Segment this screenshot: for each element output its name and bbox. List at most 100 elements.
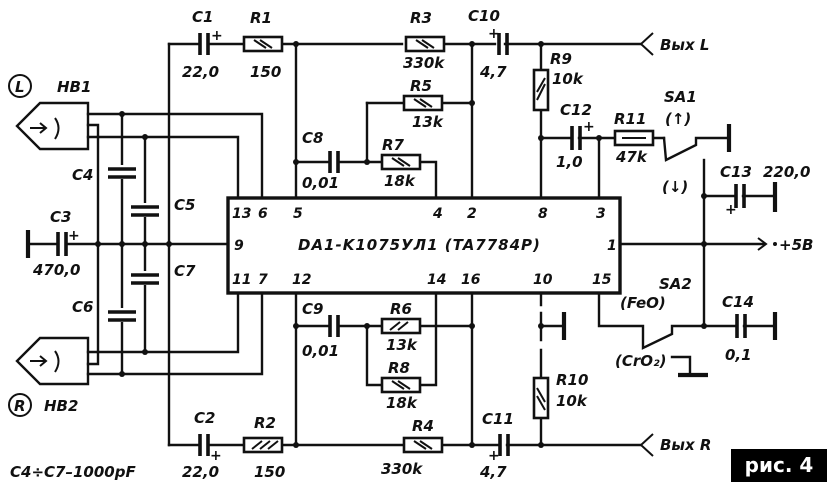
wire-hb2-pin7 [86, 291, 264, 376]
pin-8: 8 [538, 206, 548, 222]
capacitor-c13: + C13 220,0 [720, 163, 810, 218]
c9-value: 0,01 [302, 342, 339, 360]
capacitor-c14: C14 0,1 [722, 293, 754, 364]
pin-14: 14 [427, 272, 446, 288]
resistor-r9: R9 10k [532, 50, 584, 112]
c12-value: 1,0 [556, 153, 583, 171]
c2-value: 22,0 [182, 463, 219, 481]
capacitor-c8: C8 0,01 [302, 129, 340, 192]
head-hb1-channel: L [15, 78, 25, 96]
r1-ref: R1 [250, 9, 272, 27]
r3-ref: R3 [410, 9, 432, 27]
sa2-ref: SA2 [659, 275, 692, 293]
switch-sa1-contact [662, 136, 731, 162]
plus-sign: + [488, 26, 500, 42]
capacitor-note: C4÷C7–1000pF [10, 463, 136, 481]
r6-ref: R6 [390, 300, 412, 318]
capacitor-c12: + C12 1,0 [556, 101, 595, 171]
sa2-pos-a: (FeO) [620, 294, 666, 312]
r11-ref: R11 [614, 110, 646, 128]
c6-ref: C6 [72, 298, 93, 316]
r5-ref: R5 [410, 77, 432, 95]
r9-ref: R9 [550, 50, 572, 68]
capacitor-c5: C5 [131, 196, 195, 217]
sa2-pos-b: (CrO₂) [615, 352, 666, 370]
plus-sign: + [68, 228, 80, 244]
plus-sign: + [211, 28, 223, 44]
output-arrow-icon [639, 32, 654, 56]
switch-sa1[interactable]: SA1 (↑) (↓) [662, 88, 732, 200]
resistor-r10: R10 10k [532, 371, 588, 420]
capacitor-c6: C6 [72, 298, 136, 322]
capacitor-c11: + C11 4,7 [479, 410, 514, 481]
r8-value: 18k [386, 394, 418, 412]
c5-ref: C5 [174, 196, 195, 214]
ic-da1-body [226, 196, 622, 295]
c1-value: 22,0 [182, 63, 219, 81]
supply-arrow-icon [757, 237, 768, 251]
resistor-r3: R3 330k [403, 9, 445, 72]
c13-value: 220,0 [763, 163, 810, 181]
capacitor-c3: + C3 470,0 [32, 208, 80, 279]
plus-sign: + [210, 448, 222, 464]
r1-value: 150 [250, 63, 281, 81]
r11-value: 47k [615, 148, 648, 166]
c10-ref: C10 [468, 7, 500, 25]
arrow-icon [30, 355, 48, 367]
c2-ref: C2 [194, 409, 215, 427]
plus-sign: + [488, 448, 500, 464]
c4-ref: C4 [72, 166, 93, 184]
junction-dots [95, 41, 707, 448]
c11-ref: C11 [482, 410, 514, 428]
switch-sa2[interactable]: SA2 (FeO) (CrO₂) [597, 275, 708, 378]
pin-9: 9 [234, 238, 244, 254]
c14-ref: C14 [722, 293, 754, 311]
c10-value: 4,7 [479, 63, 507, 81]
pin-12: 12 [292, 272, 311, 288]
pin-13: 13 [232, 206, 251, 222]
c3-ref: C3 [50, 208, 71, 226]
r10-ref: R10 [556, 371, 588, 389]
switch-sa2-contact [597, 291, 706, 350]
c9-ref: C9 [302, 300, 323, 318]
r7-value: 18k [384, 172, 416, 190]
plus-sign: + [583, 119, 595, 135]
pin-3: 3 [596, 206, 606, 222]
resistor-r5: R5 13k [402, 77, 444, 131]
sa1-pos-down: (↓) [662, 178, 688, 196]
capacitor-c1: + C1 22,0 [182, 8, 223, 81]
capacitor-c9: C9 0,01 [302, 300, 340, 360]
resistor-r6: R6 13k [380, 300, 422, 354]
output-arrow-icon [639, 433, 654, 457]
r6-value: 13k [386, 336, 418, 354]
c8-value: 0,01 [302, 174, 339, 192]
resistor-r8: R8 18k [380, 359, 422, 412]
c1-ref: C1 [192, 8, 213, 26]
switch-sa2-lower-contact [670, 355, 692, 376]
head-hb2: R HB2 [8, 336, 100, 417]
capacitor-c4: C4 [72, 165, 136, 184]
pin-7: 7 [258, 272, 268, 288]
r4-value: 330k [381, 460, 423, 478]
sa1-ref: SA1 [664, 88, 697, 106]
figure-label: рис. 4 [731, 449, 827, 482]
pin-6: 6 [258, 206, 268, 222]
c14-value: 0,1 [725, 346, 752, 364]
wire-hb1-pin6 [86, 112, 264, 200]
c13-ref: C13 [720, 163, 752, 181]
pin-2: 2 [467, 206, 477, 222]
c3-value: 470,0 [32, 261, 80, 279]
resistor-r2: R2 150 [242, 414, 285, 481]
c11-value: 4,7 [479, 463, 507, 481]
r9-value: 10k [552, 70, 584, 88]
resistor-r7: R7 18k [380, 136, 422, 190]
wire-c8-r7 [294, 160, 438, 200]
resistor-r11: R11 47k [613, 110, 655, 166]
pin-4: 4 [432, 206, 443, 222]
pin-5: 5 [293, 206, 303, 222]
pin-11: 11 [232, 272, 251, 288]
r7-ref: R7 [382, 136, 405, 154]
pin-10: 10 [533, 272, 553, 288]
r2-ref: R2 [254, 414, 276, 432]
c12-ref: C12 [560, 101, 592, 119]
